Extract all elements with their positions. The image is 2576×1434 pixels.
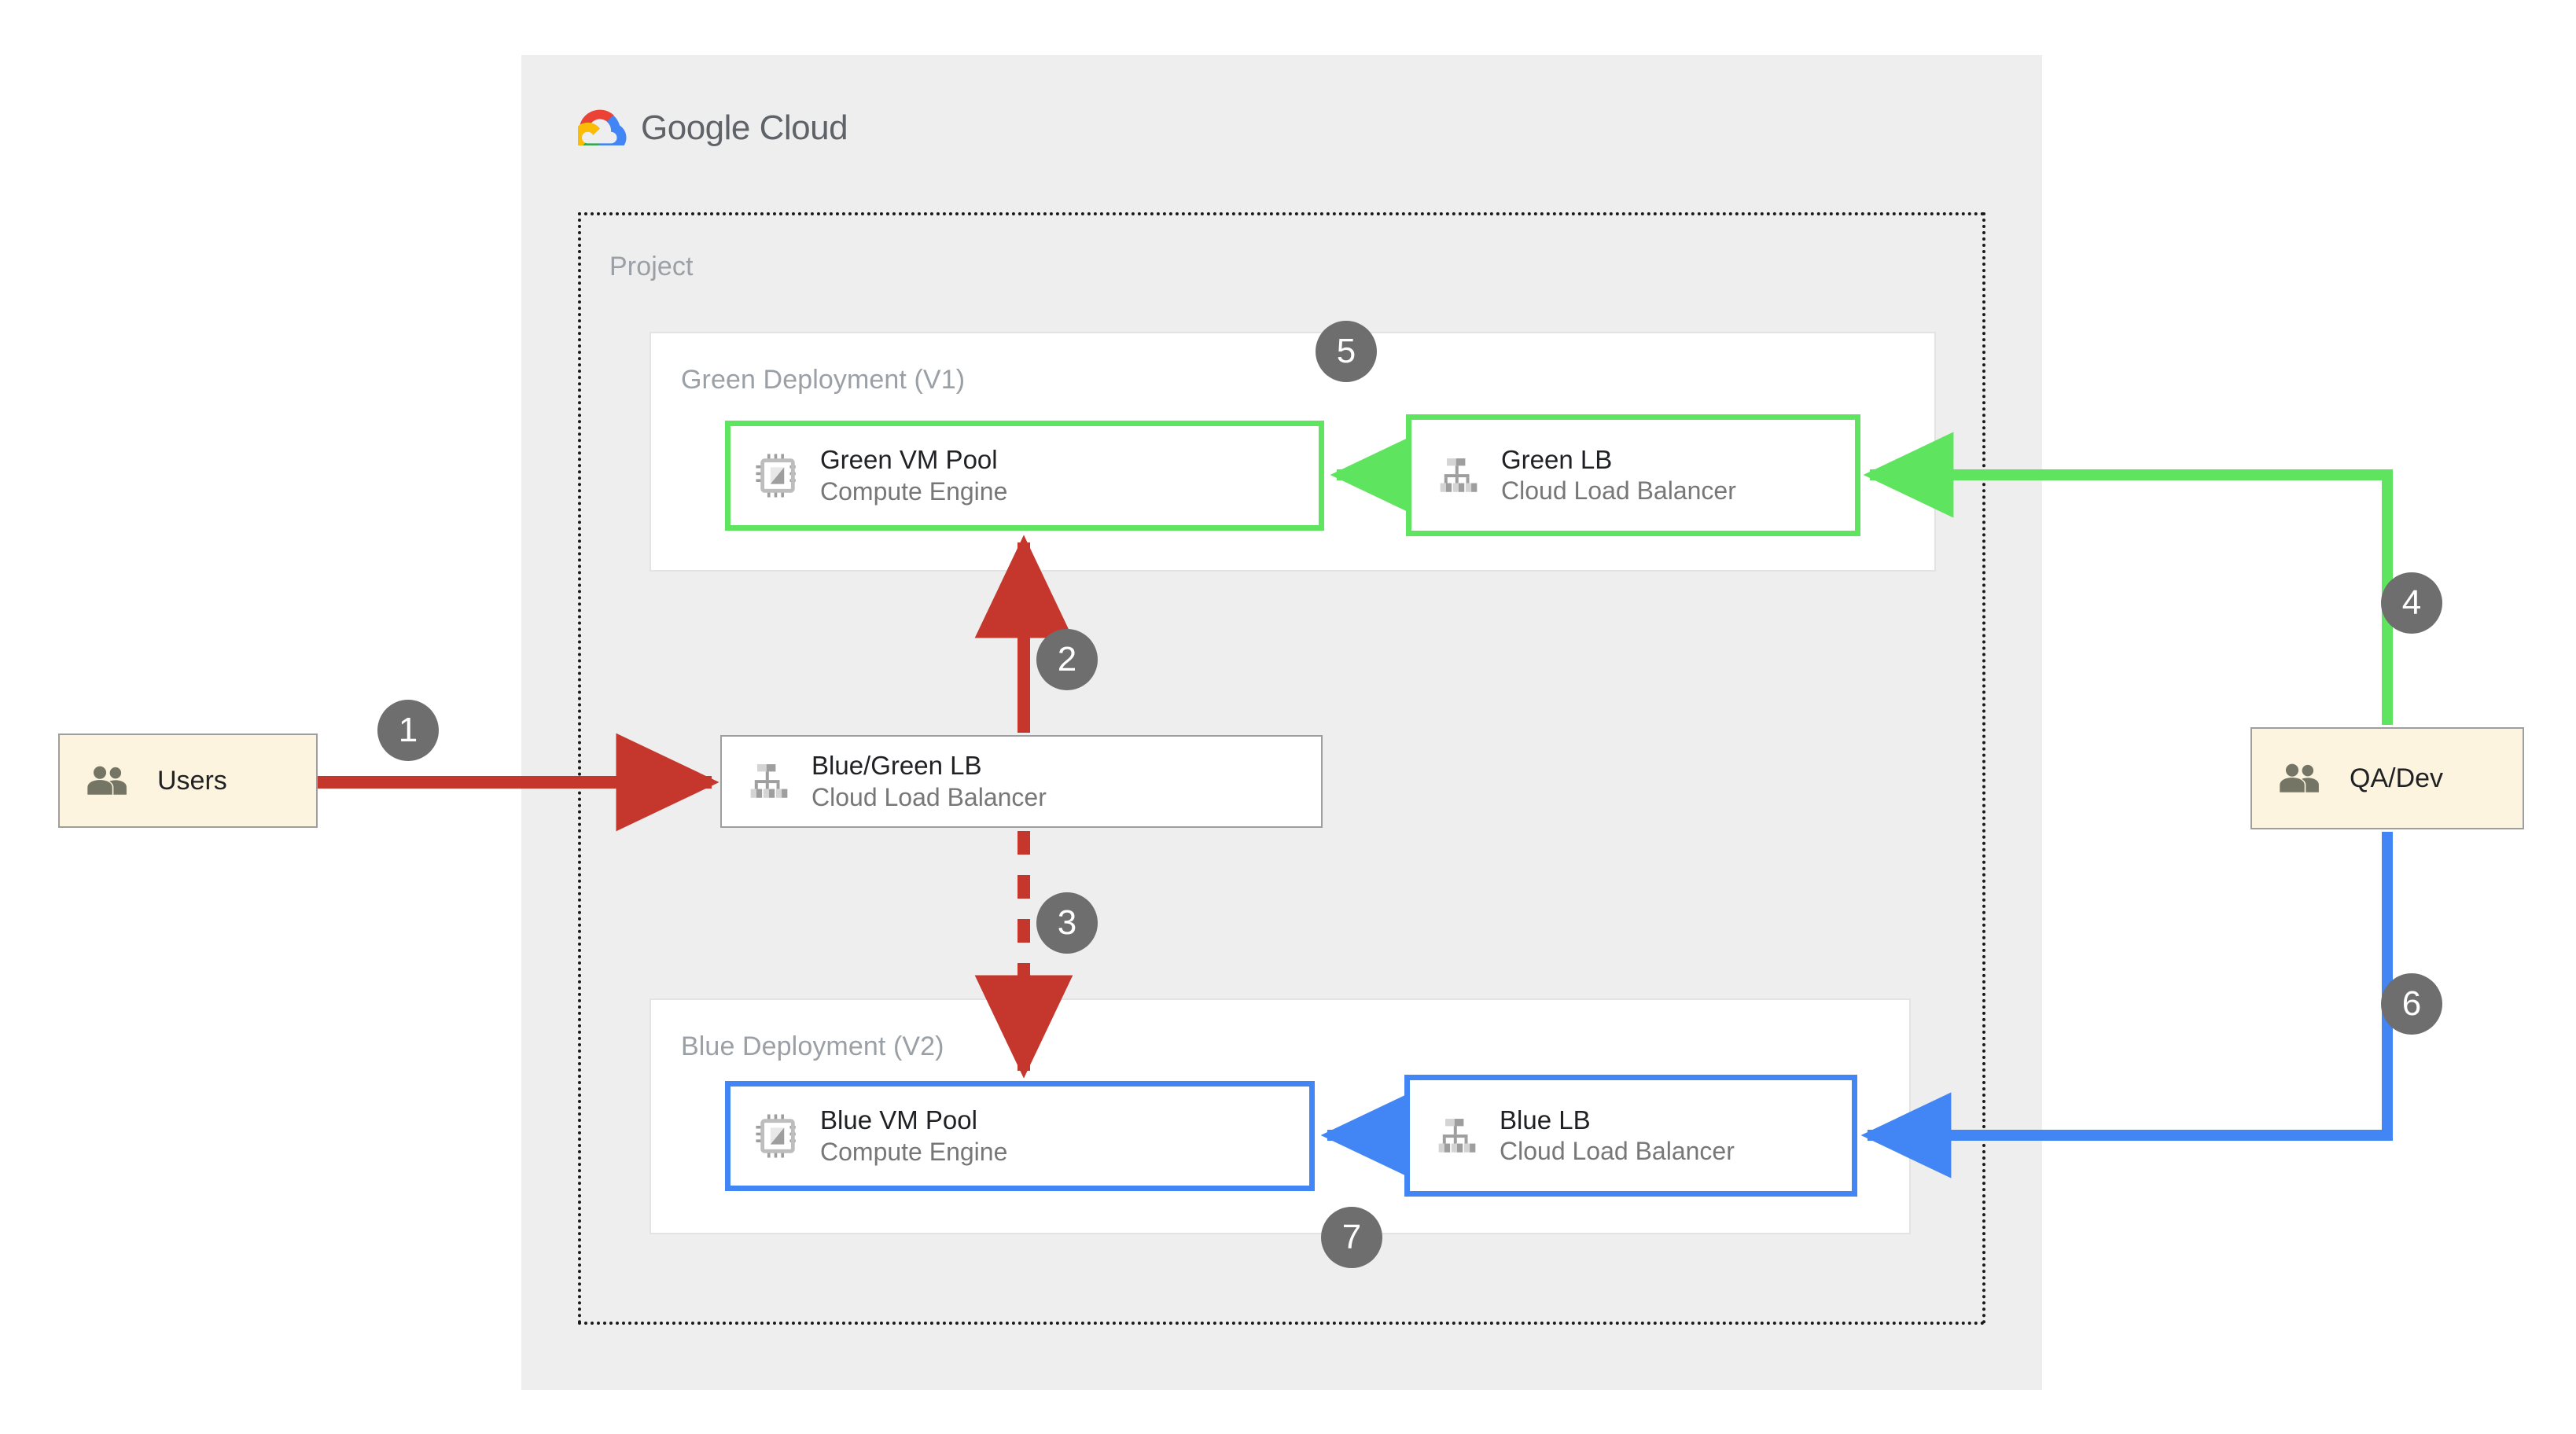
- step-badge-1: 1: [377, 700, 439, 761]
- node-blue-green-lb[interactable]: Blue/Green LB Cloud Load Balancer: [720, 735, 1323, 828]
- users-group-icon: [2274, 753, 2329, 803]
- node-labels: Blue/Green LB Cloud Load Balancer: [811, 750, 1047, 812]
- node-title: Green LB: [1501, 444, 1613, 474]
- google-cloud-logo-icon: [572, 106, 627, 153]
- brand-cloud: Cloud: [759, 108, 848, 147]
- cloud-load-balancer-icon: [744, 756, 794, 807]
- actor-users[interactable]: Users: [58, 734, 318, 828]
- green-deployment-label: Green Deployment (V1): [681, 365, 966, 395]
- node-labels: Green LB Cloud Load Balancer: [1501, 444, 1736, 506]
- actor-qa-dev[interactable]: QA/Dev: [2250, 727, 2524, 829]
- google-cloud-wordmark: Google Cloud: [641, 108, 848, 148]
- actor-label: QA/Dev: [2350, 763, 2444, 793]
- node-subtitle: Cloud Load Balancer: [811, 782, 1047, 811]
- step-badge-6: 6: [2381, 973, 2442, 1035]
- node-subtitle: Compute Engine: [820, 1137, 1008, 1166]
- actor-label: Users: [157, 765, 227, 796]
- blue-deployment-label: Blue Deployment (V2): [681, 1031, 944, 1061]
- node-labels: Green VM Pool Compute Engine: [820, 444, 1007, 506]
- node-green-vm-pool[interactable]: Green VM Pool Compute Engine: [725, 421, 1324, 531]
- project-label: Project: [609, 252, 694, 281]
- node-labels: Blue VM Pool Compute Engine: [820, 1105, 1007, 1167]
- cloud-load-balancer-icon: [1432, 1111, 1482, 1161]
- step-badge-7: 7: [1321, 1207, 1382, 1268]
- node-green-lb[interactable]: Green LB Cloud Load Balancer: [1406, 414, 1860, 536]
- compute-engine-chip-icon: [753, 1111, 803, 1161]
- node-blue-vm-pool[interactable]: Blue VM Pool Compute Engine: [725, 1081, 1315, 1191]
- node-title: Blue LB: [1500, 1105, 1591, 1134]
- cloud-load-balancer-icon: [1433, 450, 1484, 501]
- node-blue-lb[interactable]: Blue LB Cloud Load Balancer: [1404, 1075, 1857, 1197]
- step-badge-5: 5: [1316, 321, 1377, 382]
- users-group-icon: [82, 756, 137, 806]
- brand-google: Google: [641, 108, 750, 147]
- node-subtitle: Cloud Load Balancer: [1501, 476, 1736, 506]
- node-labels: Blue LB Cloud Load Balancer: [1500, 1105, 1735, 1167]
- step-badge-4: 4: [2381, 572, 2442, 634]
- google-cloud-header: Google Cloud: [572, 106, 848, 153]
- node-title: Green VM Pool: [820, 445, 998, 475]
- step-badge-2: 2: [1036, 629, 1098, 690]
- step-badge-3: 3: [1036, 892, 1098, 954]
- node-subtitle: Cloud Load Balancer: [1500, 1137, 1735, 1166]
- node-subtitle: Compute Engine: [820, 476, 1008, 506]
- node-title: Blue/Green LB: [811, 751, 982, 781]
- compute-engine-chip-icon: [753, 450, 803, 501]
- project-boundary: [578, 212, 1985, 1325]
- node-title: Blue VM Pool: [820, 1105, 977, 1135]
